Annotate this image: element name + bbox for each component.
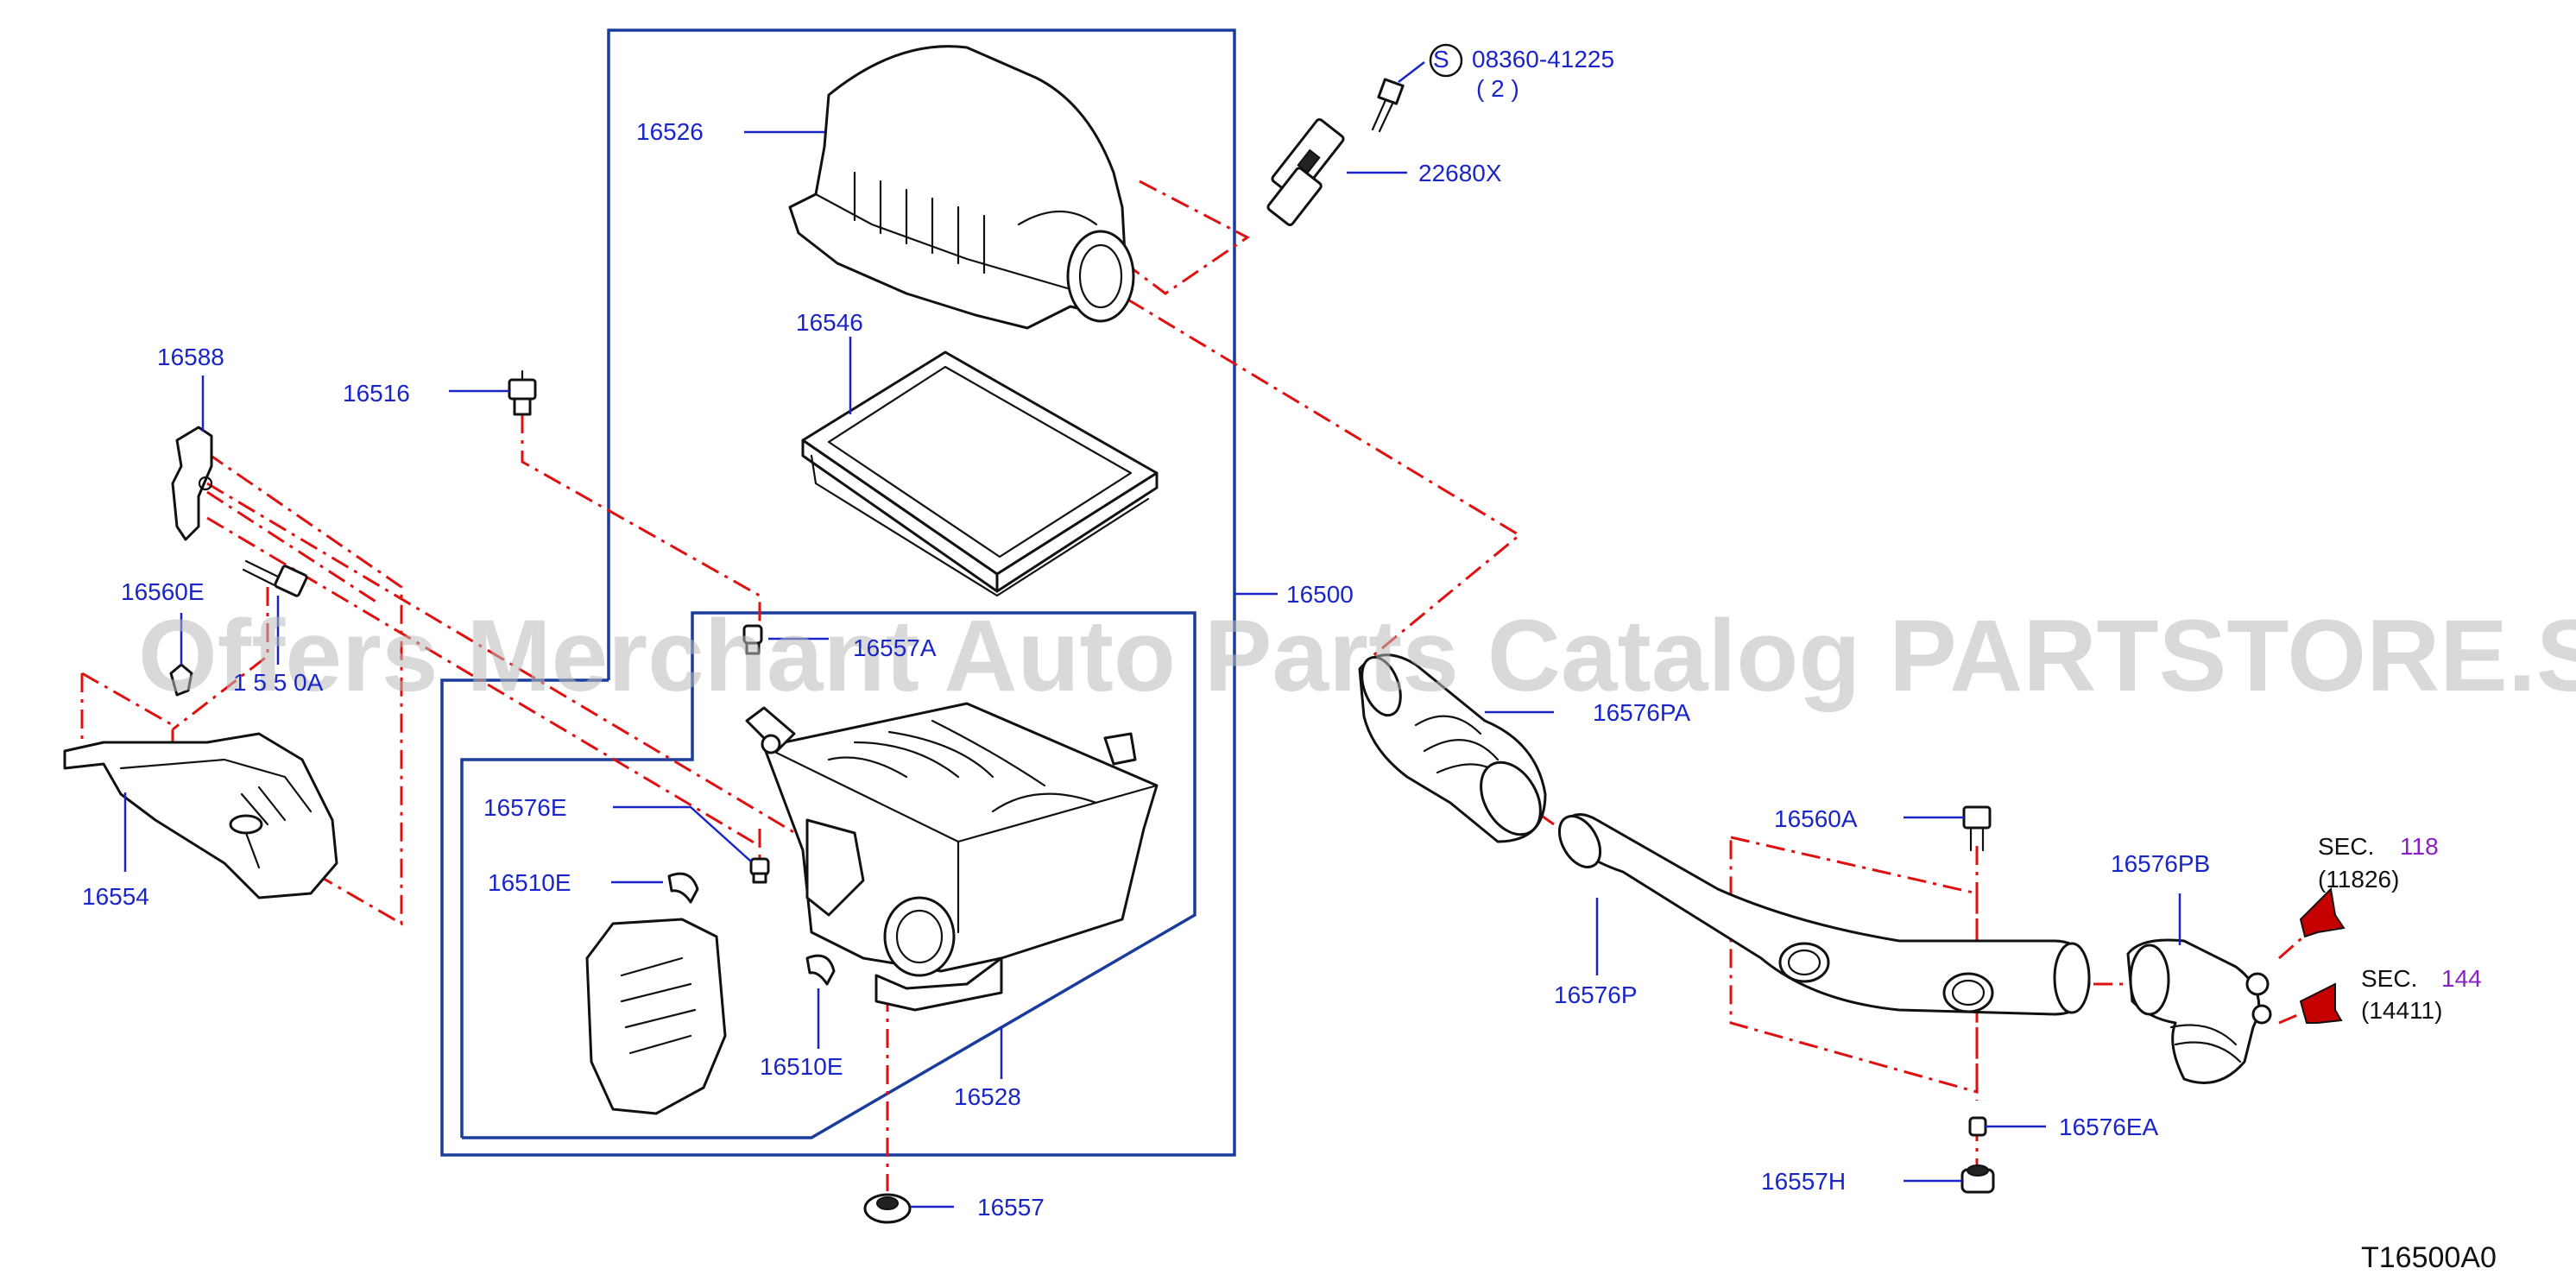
- clip-16557A-part: [742, 624, 763, 655]
- clip-16510E-bottom-part: [805, 954, 836, 986]
- phantom-line: [1095, 279, 1522, 658]
- watermark: Offers Merchant Auto Parts Catalog PARTS…: [138, 599, 2576, 713]
- phantom-line: [206, 516, 761, 848]
- callout-15510A[interactable]: 1 5 5 0A: [233, 669, 324, 696]
- callout-16576PB[interactable]: 16576PB: [2111, 850, 2210, 877]
- phantom-line: [206, 482, 847, 865]
- phantom-line: [521, 414, 761, 643]
- assembly-16500-frame: [440, 28, 1236, 1157]
- callout-labels: 16526 16546 16588 16516 16560E 1 5 5 0A …: [82, 46, 2210, 1221]
- side-panel-part: [585, 918, 727, 1115]
- air-cleaner-lower-box-part: [745, 702, 1159, 1012]
- bolt-16560A-part: [1962, 805, 1992, 852]
- callout-16588[interactable]: 16588: [157, 344, 224, 370]
- section-references: SEC. 118 (11826) SEC. 144 (14411): [2318, 833, 2482, 1024]
- callout-16510E-top[interactable]: 16510E: [488, 869, 571, 896]
- callout-22680X[interactable]: 22680X: [1418, 160, 1502, 186]
- section-sub-144: (14411): [2361, 997, 2442, 1024]
- bolt-16516-part: [508, 369, 537, 416]
- callout-08360-qty: ( 2 ): [1476, 75, 1519, 102]
- arrow-icon: [2299, 982, 2343, 1024]
- callout-16500[interactable]: 16500: [1286, 581, 1354, 608]
- callout-16510E-bottom[interactable]: 16510E: [760, 1053, 843, 1080]
- standard-part-marker-label: S: [1433, 46, 1449, 73]
- phantom-line: [172, 587, 269, 731]
- callout-16576PA[interactable]: 16576PA: [1593, 699, 1690, 726]
- bracket-16588-part: [171, 426, 213, 541]
- section-label-144[interactable]: SEC.: [2361, 965, 2417, 992]
- air-cleaner-cover-part: [788, 45, 1135, 330]
- section-sub-118: (11826): [2318, 866, 2399, 893]
- clip-16576E-part: [749, 857, 770, 884]
- clip-16510E-top-part: [667, 872, 699, 904]
- section-arrow-118[interactable]: [2299, 887, 2346, 938]
- sub-assembly-16528-frame: [460, 611, 1196, 1139]
- callout-16528[interactable]: 16528: [954, 1083, 1021, 1110]
- clip-16560E-part: [169, 663, 193, 697]
- duct-16576P-part: [1557, 813, 2091, 1016]
- callout-16560E[interactable]: 16560E: [121, 578, 205, 605]
- callout-16546[interactable]: 16546: [796, 309, 863, 336]
- section-arrow-144[interactable]: [2299, 982, 2343, 1024]
- bolt-16560E-part: [242, 559, 308, 597]
- callout-16576EA[interactable]: 16576EA: [2059, 1114, 2159, 1140]
- duct-16576PA-part: [1358, 653, 1547, 843]
- callout-08360-41225[interactable]: 08360-41225: [1472, 46, 1614, 73]
- filter-element-part: [801, 350, 1159, 597]
- callout-16557H[interactable]: 16557H: [1761, 1168, 1846, 1195]
- leader-08360: [1398, 61, 1425, 83]
- section-number-118[interactable]: 118: [2400, 833, 2439, 860]
- grommet-16557-part: [863, 1193, 912, 1224]
- phantom-line: [206, 451, 403, 926]
- callout-16526[interactable]: 16526: [636, 118, 704, 145]
- callout-16557A[interactable]: 16557A: [853, 634, 937, 661]
- arrow-icon: [2299, 887, 2346, 938]
- resonator-16554-part: [63, 732, 338, 899]
- callout-16576P[interactable]: 16576P: [1554, 981, 1638, 1008]
- standard-part-marker-icon: [1429, 43, 1463, 78]
- phantom-lines: [80, 180, 2314, 1191]
- callout-16554[interactable]: 16554: [82, 883, 149, 910]
- clip-16576EA-part: [1968, 1116, 1987, 1137]
- callout-16557[interactable]: 16557: [977, 1194, 1045, 1221]
- grommet-16557H-part: [1960, 1164, 1995, 1194]
- diagram-code: T16500A0: [2361, 1241, 2497, 1274]
- section-label-118[interactable]: SEC.: [2318, 833, 2374, 860]
- assembly-frames: [440, 28, 1278, 1157]
- leader-16576E: [613, 805, 752, 862]
- callout-16516[interactable]: 16516: [343, 380, 410, 407]
- section-number-144[interactable]: 144: [2441, 965, 2482, 992]
- callout-16576E[interactable]: 16576E: [483, 794, 567, 821]
- duct-16576PB-part: [2126, 938, 2272, 1084]
- maf-sensor-part: [1266, 78, 1405, 226]
- phantom-line: [206, 490, 381, 606]
- callout-16560A[interactable]: 16560A: [1774, 805, 1858, 832]
